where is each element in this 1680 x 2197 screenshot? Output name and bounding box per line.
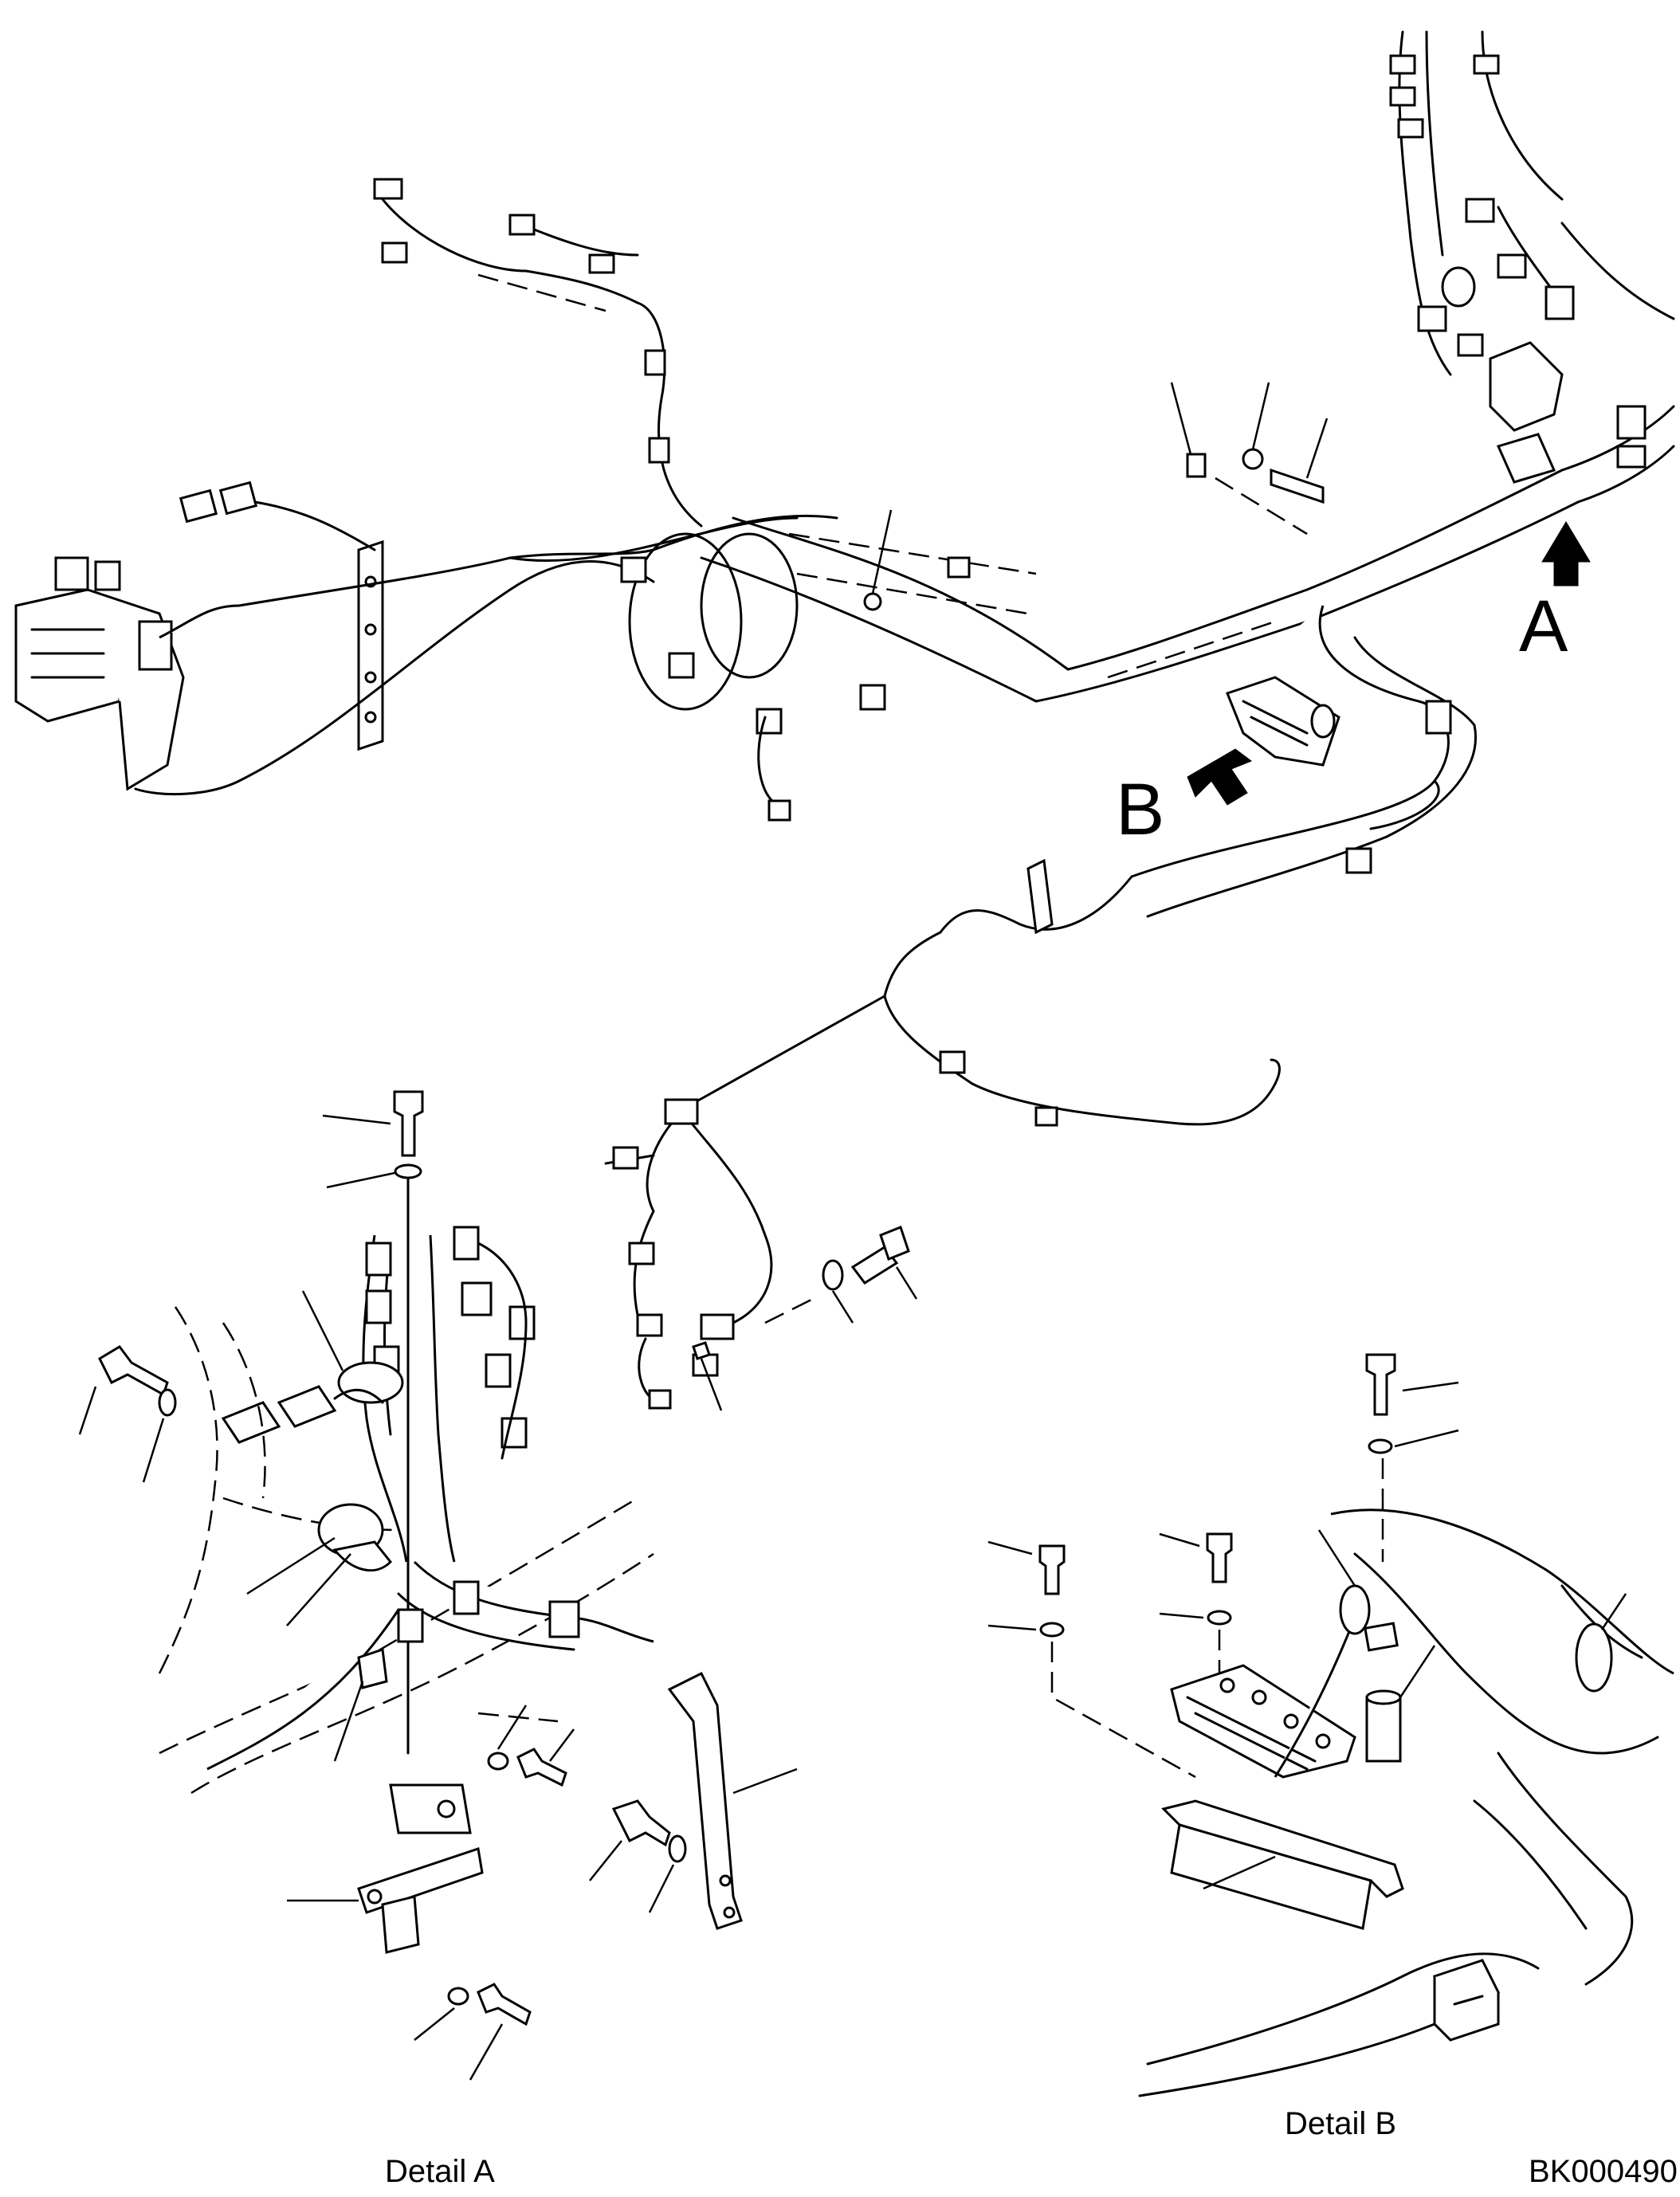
- detail-b-caption: Detail B: [1285, 2106, 1397, 2141]
- detail-a-caption: Detail A: [385, 2154, 495, 2189]
- clamp-plate-b-main: [1226, 676, 1340, 767]
- main-harness: [14, 30, 1675, 1411]
- view-label-b: B: [1116, 769, 1165, 850]
- left-connector-block: [14, 556, 241, 796]
- mounting-bracket-left: [357, 539, 384, 751]
- detail-a: [78, 1090, 798, 2081]
- view-label-a: A: [1519, 586, 1568, 667]
- detail-b: [987, 1353, 1674, 2097]
- view-arrow-a: [1541, 521, 1591, 587]
- connector-top-left: [179, 481, 376, 551]
- connector-cluster-right: [1389, 30, 1675, 484]
- view-arrow-b: [1187, 748, 1253, 806]
- drawing-code: BK000490: [1529, 2154, 1678, 2189]
